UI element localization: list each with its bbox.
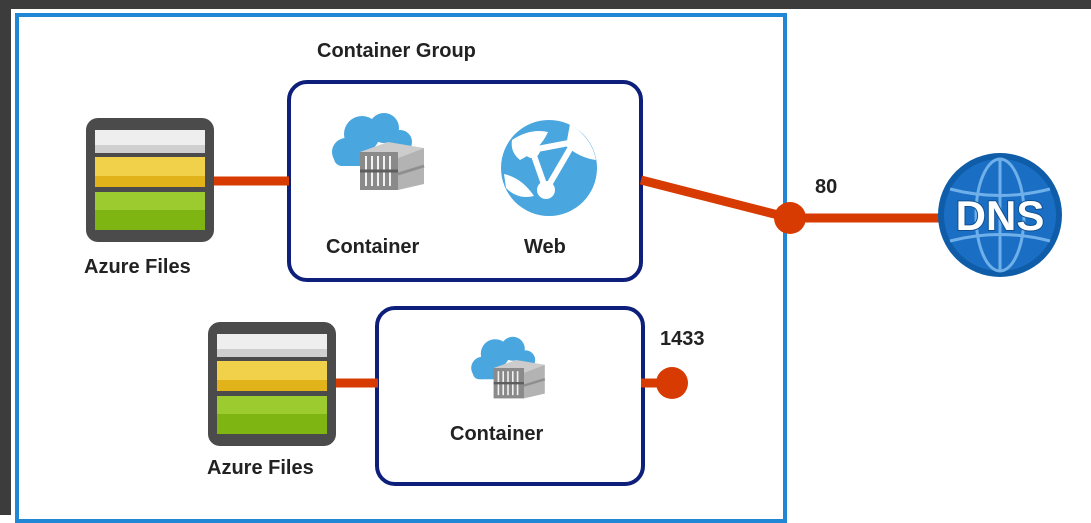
storage-icon xyxy=(86,118,214,242)
window-frame-top xyxy=(0,0,1091,9)
port-80-endpoint xyxy=(774,202,806,234)
azure-files-label: Azure Files xyxy=(207,457,314,479)
storage-icon xyxy=(208,322,336,446)
container-label: Container xyxy=(450,423,544,445)
web-app-icon xyxy=(501,120,597,216)
container-group-title: Container Group xyxy=(317,40,476,62)
dns-icon-text: DNS xyxy=(956,192,1045,239)
azure-files-label: Azure Files xyxy=(84,256,191,278)
window-frame-left xyxy=(0,0,11,515)
dns-icon: DNS xyxy=(938,153,1062,277)
port-80-label: 80 xyxy=(815,176,838,198)
port-1433-endpoint xyxy=(656,367,688,399)
port-1433-label: 1433 xyxy=(660,328,705,350)
web-label: Web xyxy=(524,236,566,258)
container-label: Container xyxy=(326,236,420,258)
